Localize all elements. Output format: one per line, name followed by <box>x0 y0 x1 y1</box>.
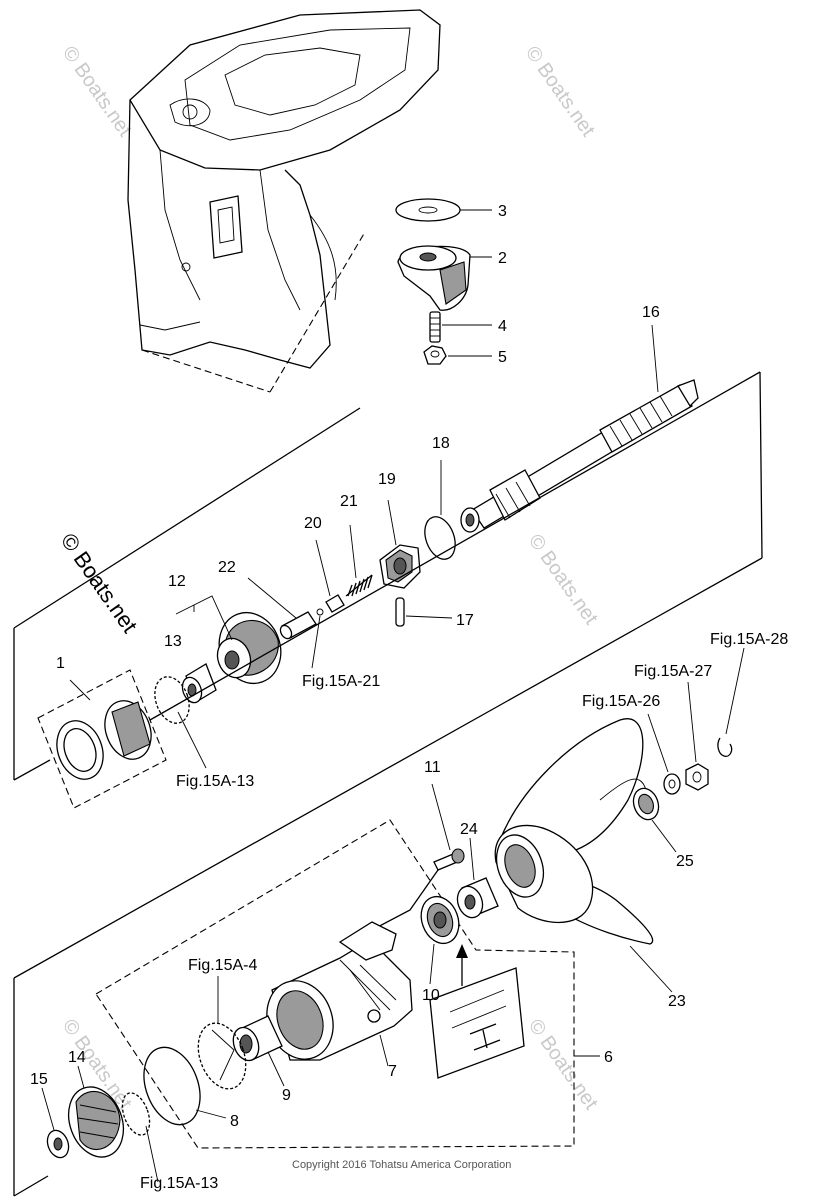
label-18: 18 <box>432 435 450 452</box>
part-20-pin <box>315 539 345 613</box>
part-8-o-ring <box>143 1046 227 1126</box>
part-11-bolt <box>371 783 465 931</box>
label-5: 5 <box>498 349 507 366</box>
part-12-forward-gear <box>175 595 282 685</box>
watermark: © Boats.net <box>524 530 602 629</box>
boundary-lines <box>13 371 763 1197</box>
ref-fig-15a-27: Fig.15A-27 <box>634 663 712 680</box>
part-22-plunger <box>247 577 324 669</box>
label-21: 21 <box>340 493 358 510</box>
part-16-propeller-shaft <box>460 324 699 533</box>
label-2: 2 <box>498 250 507 267</box>
label-11: 11 <box>424 759 441 776</box>
watermark: © Boats.net <box>521 42 599 141</box>
label-4: 4 <box>498 318 507 335</box>
part-3-cap <box>395 198 492 222</box>
watermark: © Boats.net <box>524 1015 602 1114</box>
watermark: © Boats.net <box>58 42 136 141</box>
gear-case-housing <box>127 9 441 393</box>
propeller-hardware <box>647 647 745 795</box>
ref-fig-15a-26: Fig.15A-26 <box>582 693 660 710</box>
part-2-trim-tab <box>397 245 492 311</box>
ref-fig-15a-21: Fig.15A-21 <box>302 673 380 690</box>
label-9: 9 <box>282 1087 291 1104</box>
part-24-spacer <box>456 837 499 919</box>
part-21-spring <box>345 524 373 597</box>
watermark-layer: © Boats.net © Boats.net © Boats.net © Bo… <box>58 42 602 1114</box>
part-1-bearing-assembly <box>37 669 167 809</box>
label-6: 6 <box>604 1049 613 1066</box>
label-20: 20 <box>304 515 322 532</box>
label-3: 3 <box>498 203 507 220</box>
detail-inset <box>429 944 525 1079</box>
part-19-clutch <box>379 499 421 589</box>
part-7-bearing-housing <box>266 921 413 1067</box>
label-7: 7 <box>388 1063 397 1080</box>
label-23: 23 <box>668 993 686 1010</box>
copyright-text: Copyright 2016 Tohatsu America Corporati… <box>292 1159 511 1171</box>
part-17-pin <box>395 597 453 627</box>
ref-fig-15a-28: Fig.15A-28 <box>710 631 788 648</box>
part-14-reverse-gear <box>67 1065 125 1158</box>
label-10: 10 <box>422 987 440 1004</box>
part-15-thrust-washer <box>41 1087 70 1159</box>
shim-top <box>154 676 207 769</box>
part-4-bolt <box>429 311 492 343</box>
thrust-plate <box>197 976 247 1090</box>
part-10-ball-bearing <box>420 895 460 985</box>
part-5-nut <box>423 345 492 365</box>
shim-bottom <box>121 1092 159 1183</box>
label-1: 1 <box>56 655 65 672</box>
label-16: 16 <box>642 304 660 321</box>
part-6-assembly-box <box>95 819 600 1149</box>
part-9-needle-bearing <box>232 1015 285 1087</box>
ref-fig-15a-13-top: Fig.15A-13 <box>176 773 254 790</box>
watermark-prominent: © Boats.net <box>56 529 143 638</box>
label-25: 25 <box>676 853 694 870</box>
label-14: 14 <box>68 1049 86 1066</box>
ref-fig-15a-4: Fig.15A-4 <box>188 957 257 974</box>
label-13: 13 <box>164 633 182 650</box>
label-17: 17 <box>456 612 474 629</box>
callout-labels: 3 2 4 5 16 18 19 21 20 22 17 12 13 1 11 … <box>30 203 788 1192</box>
ref-fig-15a-13-bottom: Fig.15A-13 <box>140 1175 218 1192</box>
part-25-thrust-holder <box>632 787 677 853</box>
part-23-propeller <box>494 718 673 993</box>
label-8: 8 <box>230 1113 239 1130</box>
label-12: 12 <box>168 573 186 590</box>
label-24: 24 <box>460 821 478 838</box>
part-13-bearing <box>181 663 217 704</box>
part-18-o-ring <box>424 460 456 560</box>
label-22: 22 <box>218 559 236 576</box>
label-19: 19 <box>378 471 396 488</box>
label-15: 15 <box>30 1071 48 1088</box>
